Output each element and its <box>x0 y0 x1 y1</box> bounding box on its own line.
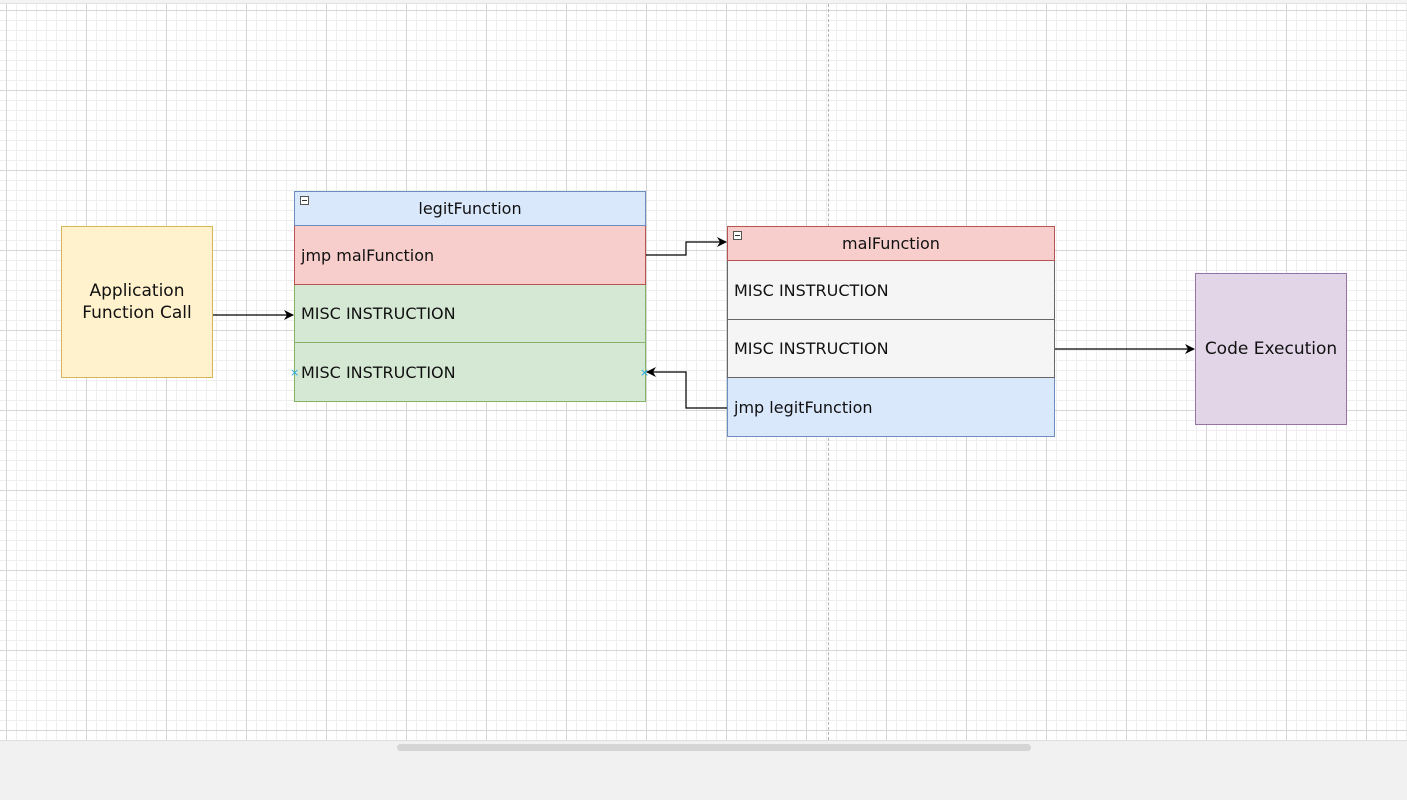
mal-function-container[interactable]: malFunction MISC INSTRUCTION MISC INSTRU… <box>727 226 1055 437</box>
legit-function-container[interactable]: legitFunction jmp malFunction MISC INSTR… <box>290 191 650 402</box>
mal-row-misc-instruction-2[interactable]: MISC INSTRUCTION <box>727 320 1055 378</box>
mal-function-title: malFunction <box>842 234 940 253</box>
horizontal-scrollbar[interactable] <box>397 744 1031 751</box>
mal-function-header[interactable]: malFunction <box>727 226 1055 261</box>
code-execution-node[interactable]: Code Execution <box>1195 273 1347 425</box>
mal-row-jmp-legitfunction[interactable]: jmp legitFunction <box>727 378 1055 437</box>
top-border <box>0 0 1407 4</box>
code-execution-label: Code Execution <box>1204 339 1338 359</box>
legit-row-misc-instruction-1[interactable]: MISC INSTRUCTION <box>294 285 646 343</box>
edge-jmp-malfunction-to-malfunction[interactable] <box>646 237 727 256</box>
mal-row-misc-instruction-1[interactable]: MISC INSTRUCTION <box>727 261 1055 320</box>
collapse-icon[interactable] <box>300 196 309 205</box>
collapse-icon[interactable] <box>733 231 742 240</box>
edge-jmp-legitfunction-to-misc-instruction[interactable] <box>646 367 727 409</box>
mal-row-label: MISC INSTRUCTION <box>734 280 889 300</box>
connection-point-icon[interactable]: × <box>640 366 650 379</box>
connection-point-icon[interactable]: × <box>290 366 300 379</box>
legit-row-label: MISC INSTRUCTION <box>301 362 456 382</box>
legit-row-label: MISC INSTRUCTION <box>301 304 456 323</box>
application-function-call-label: Application Function Call <box>82 281 192 323</box>
legit-row-label: jmp malFunction <box>301 245 435 265</box>
legit-row-jmp-malfunction[interactable]: jmp malFunction <box>294 226 646 285</box>
bottom-toolbar <box>0 740 1407 800</box>
mal-row-label: jmp legitFunction <box>734 397 873 417</box>
legit-function-title: legitFunction <box>418 199 522 218</box>
mal-row-label: MISC INSTRUCTION <box>734 339 889 358</box>
legit-row-misc-instruction-2[interactable]: MISC INSTRUCTION <box>294 343 646 402</box>
diagram-canvas[interactable]: Application Function Call legitFunction … <box>0 4 1407 740</box>
application-function-call-node[interactable]: Application Function Call <box>61 226 213 378</box>
legit-function-header[interactable]: legitFunction <box>294 191 646 226</box>
connectors <box>213 237 1195 409</box>
